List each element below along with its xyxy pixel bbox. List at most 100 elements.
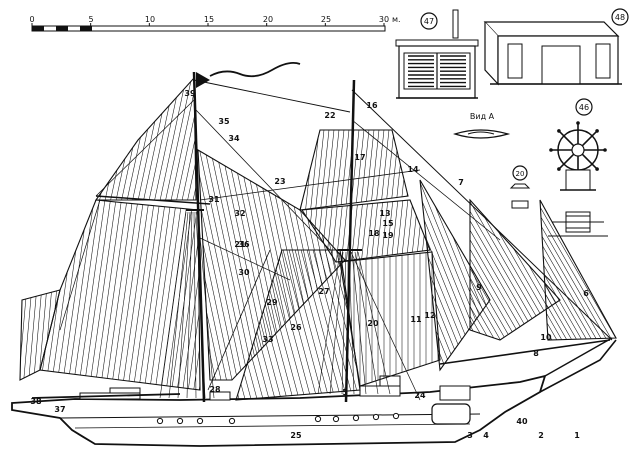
sail-seam — [261, 90, 278, 250]
sail-seam — [450, 110, 516, 420]
sail-seam — [572, 160, 640, 380]
sail-seam — [5, 250, 20, 420]
callout-2: 2 — [538, 431, 544, 440]
wheel-handle — [595, 129, 599, 133]
wheel-plan-view — [548, 212, 608, 236]
sail-seam — [462, 160, 589, 380]
sail-seam — [595, 140, 640, 410]
main-shroud — [160, 212, 186, 398]
sail-seam — [0, 38, 19, 240]
sail-seam — [12, 160, 50, 430]
sail-seam — [446, 160, 573, 380]
gun-port — [197, 418, 202, 423]
wheel-handle — [557, 167, 561, 171]
sail-seam — [241, 90, 258, 250]
callout-29: 29 — [266, 298, 278, 307]
sail-seam — [97, 38, 140, 240]
callout-17: 17 — [354, 153, 365, 162]
callout-27: 27 — [318, 287, 329, 296]
sail-seam — [268, 110, 334, 420]
fore-topsail — [302, 200, 430, 262]
sail-seam — [633, 160, 640, 380]
sail-seam — [594, 160, 640, 380]
sail-seam — [433, 110, 499, 420]
sail-seam — [616, 160, 640, 380]
sail-seam — [407, 160, 534, 380]
sail-seam — [443, 160, 570, 380]
sail-seam — [468, 160, 595, 380]
callout-9: 9 — [476, 283, 482, 292]
sail-seam — [158, 110, 224, 420]
sail-seam — [50, 250, 65, 420]
callout-39: 39 — [184, 89, 196, 98]
sail-seam — [428, 160, 555, 380]
fore-topgallant — [300, 130, 408, 210]
gun-port — [393, 413, 398, 418]
sail-seam — [114, 110, 180, 420]
sail-seam — [623, 140, 640, 410]
callout-7: 7 — [458, 178, 464, 187]
fore-topsail-hatching — [232, 160, 482, 302]
sail-seam — [356, 90, 373, 250]
sail-seam — [296, 90, 313, 250]
sail-seam — [484, 160, 611, 380]
sail-seam — [92, 110, 158, 420]
sail-seam — [584, 140, 640, 410]
sail-seam — [534, 160, 640, 380]
sail-seam — [0, 160, 6, 430]
callout-12: 12 — [424, 311, 435, 320]
sail-seam — [45, 160, 83, 430]
sail-seam — [62, 160, 100, 430]
sail-seam — [612, 140, 640, 410]
sail-seam — [391, 90, 408, 250]
sail-seam — [175, 110, 241, 420]
sail-seam — [0, 160, 28, 430]
deck-fitting — [110, 388, 140, 393]
sail-seam — [136, 110, 202, 420]
sail-seam — [613, 160, 640, 380]
sail-seam — [36, 38, 79, 240]
sail-seam — [433, 160, 560, 380]
scale-tick-label: 5 — [88, 15, 93, 24]
masts — [32, 63, 610, 402]
fore-topgallant-hatching — [226, 90, 463, 250]
sail-seam — [266, 90, 283, 250]
outer-jib-hatching — [373, 160, 640, 380]
sail-seam — [606, 140, 640, 410]
sail-seam — [533, 160, 640, 380]
sail-seam — [435, 160, 562, 380]
sail-seam — [633, 160, 640, 380]
scale-tick-label: 25 — [321, 15, 331, 24]
sail-seam — [558, 160, 640, 380]
sail-seam — [417, 110, 483, 420]
sail-seam — [601, 140, 640, 410]
sail-seam — [60, 250, 75, 420]
sail-seam — [352, 160, 479, 380]
gun-port — [229, 418, 234, 423]
callout-37: 37 — [54, 405, 65, 414]
sail-seam — [361, 90, 378, 250]
callout-4: 4 — [483, 431, 489, 440]
callout-16: 16 — [366, 101, 378, 110]
sail-seam — [441, 90, 458, 250]
sail-seam — [359, 140, 468, 410]
sail-seam — [623, 160, 640, 380]
sail-seam — [478, 160, 605, 380]
sail-seam — [0, 38, 24, 240]
callout-34: 34 — [228, 134, 240, 143]
sail-seam — [53, 38, 96, 240]
sail-seam — [18, 160, 56, 430]
sail-seam — [3, 38, 46, 240]
sail-seam — [627, 160, 640, 380]
callout-6: 6 — [583, 289, 589, 298]
sail-seam — [0, 38, 30, 240]
sail-seam — [0, 160, 12, 430]
sail-seam — [213, 110, 279, 420]
sail-seam — [0, 160, 34, 430]
gun-port — [373, 414, 378, 419]
sail-seam — [230, 110, 296, 420]
sail-seam — [287, 160, 302, 302]
scale-tick-label: 30 — [379, 15, 389, 24]
